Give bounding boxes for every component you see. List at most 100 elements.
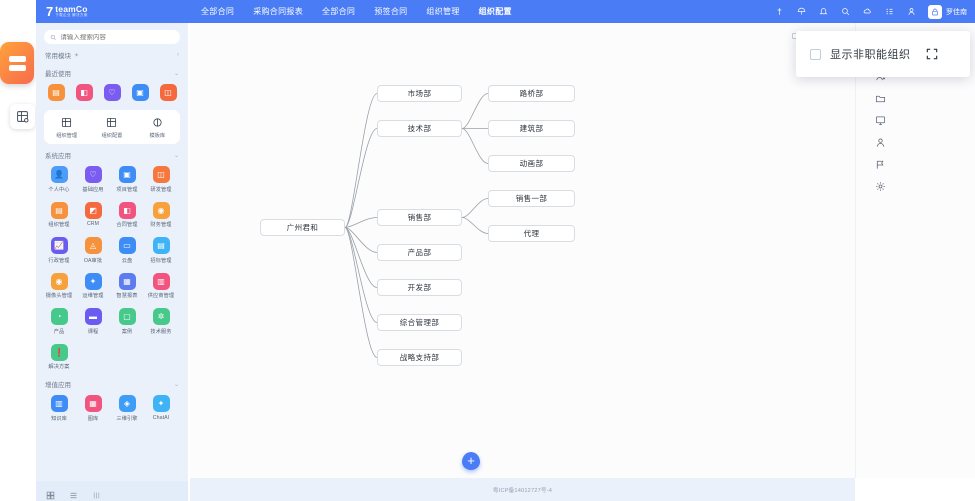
system-app-item[interactable]: ♡基础应用	[76, 166, 110, 193]
nav-item-3[interactable]: 预签合同	[374, 7, 408, 16]
pin-icon[interactable]	[772, 4, 787, 19]
project-icon-glyph: ▣	[131, 84, 149, 101]
module-shortcut-button[interactable]	[10, 104, 35, 129]
org-node[interactable]: 建筑部	[488, 120, 575, 137]
logo[interactable]: 7 teamCo 下载企业 解决方案	[46, 5, 151, 18]
crm-icon[interactable]: ◫	[154, 84, 182, 101]
org-node[interactable]: 广州君和	[260, 219, 345, 236]
grid-view-icon[interactable]	[46, 487, 55, 499]
org-node[interactable]: 战略支持部	[377, 349, 462, 366]
org-node[interactable]: 技术部	[377, 120, 462, 137]
nav-item-2[interactable]: 全部合同	[322, 7, 356, 16]
system-app-item[interactable]: ◧合同管理	[110, 201, 144, 228]
value-app-item[interactable]: ◈三维引擎	[110, 395, 144, 422]
contract-icon[interactable]: ◧	[70, 84, 98, 101]
org-manage-icon[interactable]: ▤	[42, 84, 70, 101]
cloud-icon[interactable]	[860, 4, 875, 19]
dialog-checkbox[interactable]	[810, 48, 821, 60]
value-app-item[interactable]: ▥知识库	[42, 395, 76, 422]
org-chart-canvas[interactable]: 显示非职能组织 广州君和市场部技术部销售部产品部开发部综合管理部战略支持部路桥部…	[190, 23, 855, 478]
nav-item-0[interactable]: 全部合同	[201, 7, 235, 16]
system-app-item[interactable]: ▬课程	[76, 308, 110, 335]
user-name[interactable]: 罗佳南	[946, 8, 967, 16]
fav-org-config[interactable]: 组织配置	[94, 116, 130, 139]
list-view-icon[interactable]	[69, 487, 78, 498]
apps-grid-icon[interactable]	[882, 4, 897, 19]
system-app-item[interactable]: ▢案例	[110, 308, 144, 335]
org-node[interactable]: 开发部	[377, 279, 462, 296]
system-app-row: ◔产品▬课程▢案例✲技术服务	[36, 304, 188, 340]
fav-template-lib[interactable]: 模板库	[139, 116, 175, 139]
system-app-item-icon: ◉	[152, 201, 170, 219]
system-app-item[interactable]: ❗解决方案	[42, 343, 76, 370]
search-box[interactable]	[44, 30, 180, 44]
monitor-icon[interactable]	[870, 110, 890, 130]
system-app-item[interactable]: ▭云盘	[110, 237, 144, 264]
tile-view-icon[interactable]	[92, 487, 101, 498]
system-app-row: 👤个人中心♡基础应用▣项目管理◫研发管理	[36, 162, 188, 198]
umbrella-icon[interactable]	[794, 4, 809, 19]
search-icon[interactable]	[838, 4, 853, 19]
system-app-item[interactable]: ◉摄像头管理	[42, 272, 76, 299]
org-node-label: 开发部	[407, 283, 432, 292]
system-app-item[interactable]: ▦智慧报表	[110, 272, 144, 299]
add-node-button[interactable]: +	[462, 452, 480, 470]
system-app-item[interactable]: ✲技术服务	[144, 308, 178, 335]
org-node[interactable]: 综合管理部	[377, 314, 462, 331]
value-app-item[interactable]: ✦ChatAI	[144, 395, 178, 422]
nav-item-5[interactable]: 组织配置	[478, 7, 512, 16]
nav-item-1[interactable]: 采购合同报表	[253, 7, 304, 16]
gear-icon[interactable]	[870, 176, 890, 196]
section-recent-used[interactable]: 最近使用 ⌄	[36, 66, 188, 80]
section-common-modules[interactable]: 常用模块 ✦ ›	[36, 48, 188, 62]
org-node[interactable]: 产品部	[377, 244, 462, 261]
project-icon[interactable]: ▣	[126, 84, 154, 101]
system-app-item[interactable]: ◬OA审批	[76, 237, 110, 264]
bell-icon[interactable]	[816, 4, 831, 19]
org-link	[461, 128, 489, 164]
avatar[interactable]	[928, 4, 942, 19]
org-node[interactable]: 销售部	[377, 209, 462, 226]
nav-item-4[interactable]: 组织管理	[426, 7, 460, 16]
fav-org-manage[interactable]: 组织管理	[49, 116, 85, 139]
folder-icon[interactable]	[870, 88, 890, 108]
show-nonfunctional-dialog[interactable]: 显示非职能组织	[796, 31, 970, 77]
system-app-item[interactable]: ✦运维管理	[76, 272, 110, 299]
section-value-apps[interactable]: 增值应用 ⌄	[36, 377, 188, 391]
system-app-item[interactable]: 👤个人中心	[42, 166, 76, 193]
system-app-item[interactable]: ◩CRM	[76, 201, 110, 229]
system-app-item-label: 项目管理	[116, 186, 138, 193]
system-app-item[interactable]: ◫研发管理	[144, 166, 178, 193]
person-icon[interactable]	[870, 132, 890, 152]
fav-template-lib-label: 模板库	[149, 133, 166, 139]
system-app-item[interactable]: 📈行政管理	[42, 237, 76, 264]
org-node[interactable]: 代理	[488, 225, 575, 242]
flag-icon[interactable]	[870, 154, 890, 174]
org-node[interactable]: 路桥部	[488, 85, 575, 102]
system-app-item[interactable]: ▣项目管理	[110, 166, 144, 193]
system-app-item[interactable]: ▤招标管理	[144, 237, 178, 264]
org-link	[344, 227, 378, 358]
recent-apps-row: ▤◧♡ ▣ ◫	[36, 80, 188, 106]
base-app-icon[interactable]: ♡	[98, 84, 126, 101]
drawer-bar-bottom	[8, 64, 26, 71]
system-app-item[interactable]: ▥供应商管理	[144, 272, 178, 299]
system-app-item[interactable]: ◔产品	[42, 308, 76, 335]
org-node[interactable]: 动画部	[488, 155, 575, 172]
system-app-item-label: 运维管理	[82, 293, 104, 299]
org-link	[344, 227, 378, 253]
fullscreen-icon[interactable]	[925, 47, 939, 61]
drawer-toggle[interactable]	[0, 42, 34, 84]
org-node[interactable]: 市场部	[377, 85, 462, 102]
value-app-item[interactable]: ▦图库	[76, 395, 110, 422]
section-system-apps[interactable]: 系统应用 ⌄	[36, 148, 188, 162]
system-app-item[interactable]: ▤组织管理	[42, 201, 76, 228]
org-link	[344, 227, 378, 323]
user-icon[interactable]	[904, 4, 919, 19]
system-app-item[interactable]: ◉财务管理	[144, 201, 178, 228]
fav-org-manage-icon	[60, 116, 73, 129]
search-input[interactable]	[60, 33, 174, 41]
org-node[interactable]: 销售一部	[488, 190, 575, 207]
star-icon[interactable]: ✦	[74, 52, 80, 59]
